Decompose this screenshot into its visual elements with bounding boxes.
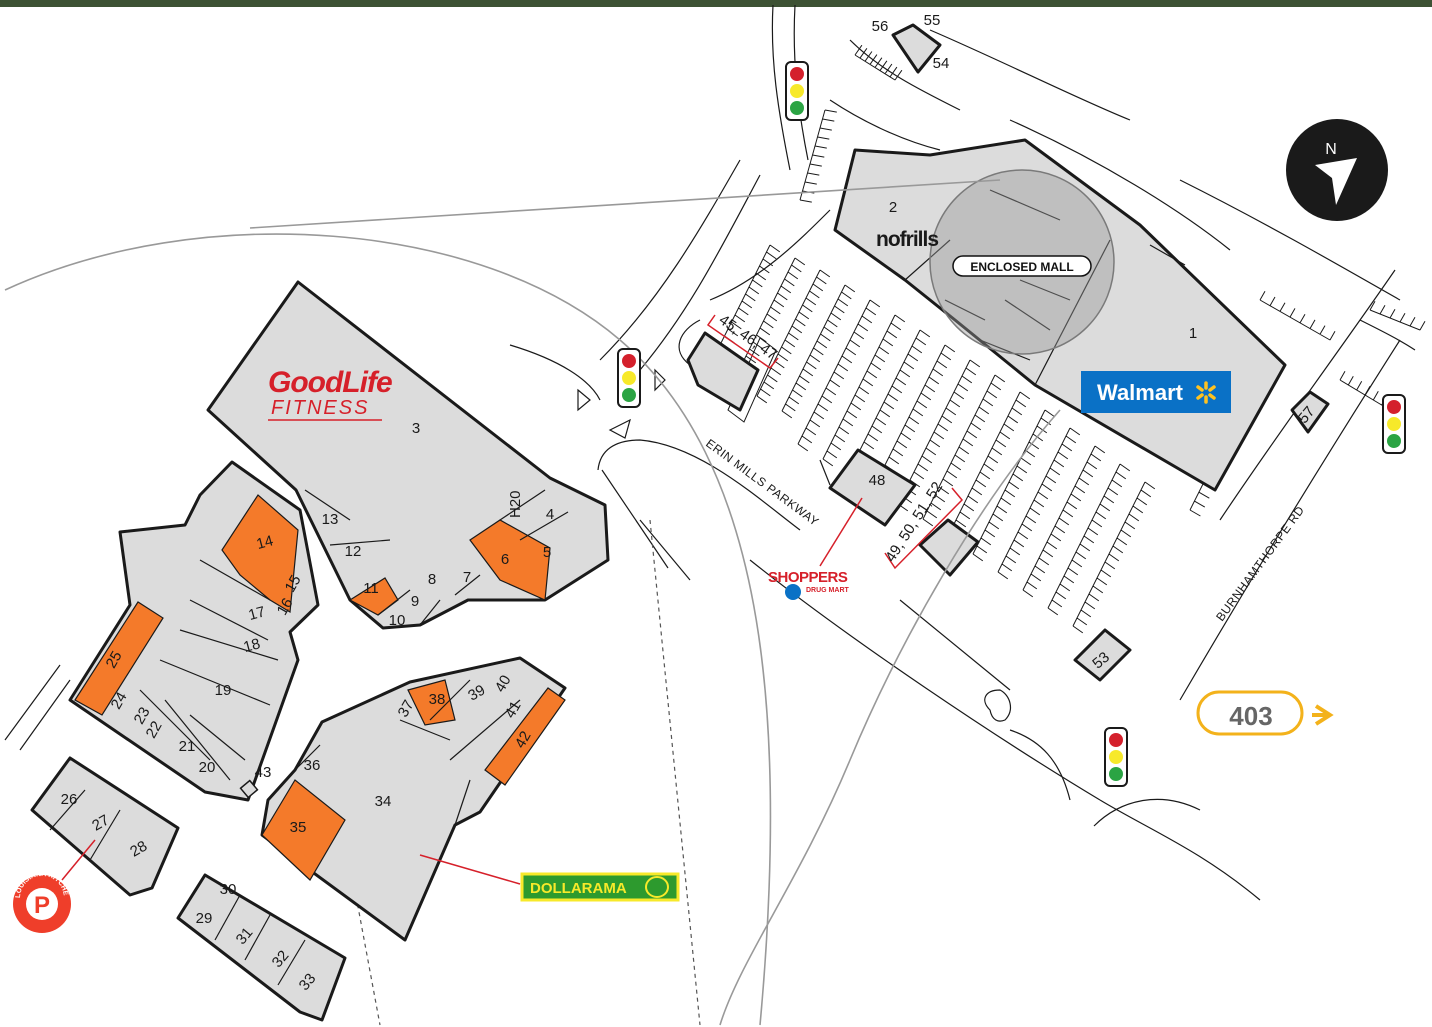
unit-number: 1: [1189, 325, 1197, 342]
traffic-light-icon: [785, 61, 809, 121]
unit-number: 20: [199, 759, 216, 776]
unit-number: 39: [465, 682, 488, 705]
north-arrow-icon: N: [1286, 119, 1388, 221]
goodlife-logo: GoodLife: [268, 366, 392, 399]
unit-number: 29: [196, 910, 213, 927]
unit-number: 21: [179, 738, 196, 755]
traffic-light-icon: [1382, 394, 1406, 454]
unit-number: 35: [290, 819, 307, 836]
unit-number: 36: [304, 757, 321, 774]
unit-number: 28: [127, 838, 150, 861]
unit-number: 7: [463, 569, 471, 586]
unit-number: 12: [345, 543, 362, 560]
unit-number: 27: [89, 812, 112, 835]
unit-number: 38: [429, 691, 446, 708]
shoppers-leader: [819, 497, 863, 567]
unit-number: 40: [492, 672, 515, 695]
svg-text:N: N: [1325, 141, 1337, 158]
unit-number: 19: [215, 682, 232, 699]
unit-number: 18: [242, 635, 263, 656]
unit-number: 30: [220, 881, 237, 898]
enclosed-mall-label: ENCLOSED MALL: [970, 260, 1073, 274]
unit-number: 9: [411, 593, 419, 610]
traffic-light-icon: [1104, 727, 1128, 787]
shoppers-rx-icon: [785, 584, 801, 600]
dollarama-leader: [419, 854, 521, 885]
unit-number: 25: [103, 648, 126, 671]
traffic-light-icon: [617, 348, 641, 408]
unit-number: 5: [543, 544, 551, 561]
unit-number: 34: [375, 793, 392, 810]
nofrills-logo: nofrills: [876, 228, 938, 251]
unit-number: 14: [255, 532, 276, 553]
map-arcs: [4, 179, 1061, 1026]
unit-number: 8: [428, 571, 436, 588]
dollarama-coin-icon: [645, 876, 669, 898]
bracket-49-52: [884, 487, 964, 570]
dollarama-building: [260, 656, 567, 942]
property-line: [649, 519, 701, 1026]
walmart-logo-text: Walmart: [1097, 380, 1184, 405]
unit-number: 6: [501, 551, 509, 568]
highway-403-marker: 403: [1196, 690, 1334, 736]
unit-number: 37: [395, 697, 418, 720]
walmart-logo: [1081, 371, 1231, 413]
unit-number: 22: [143, 718, 166, 741]
unit-number: 13: [322, 511, 339, 528]
svg-text:P: P: [34, 892, 50, 919]
unit-number: 4: [546, 506, 554, 523]
kiosk-43: [239, 779, 259, 799]
unit-numbers: 1 2 3 4 5 6 7 8 9 10 11 12 13 14 15 16 1…: [61, 12, 1319, 994]
bracket-45-47: [706, 314, 779, 370]
enclosed-mall-pill: [952, 255, 1092, 277]
unit-number: 11: [363, 580, 379, 597]
unit-number: 56: [872, 18, 889, 35]
shoppers-logo-sub: DRUG MART: [806, 587, 849, 594]
svg-text:LOUISIANA KITCHEN: LOUISIANA KITCHEN: [0, 0, 69, 898]
goodlife-logo: FITNESS: [271, 397, 369, 419]
unit-number: 55: [924, 12, 941, 29]
pad-buildings: [686, 23, 1330, 682]
southwest-pads: [30, 756, 347, 1022]
dollarama-logo-text: DOLLARAMA: [530, 880, 627, 897]
unit-number: 26: [61, 791, 78, 808]
walmart-spark-icon: [1196, 381, 1216, 404]
unit-group-label: H20: [507, 490, 524, 518]
svg-text:403: 403: [1229, 701, 1272, 731]
road-label-erin-mills: ERIN MILLS PARKWAY: [703, 436, 821, 529]
road-lines: [4, 4, 1401, 901]
unit-number: 23: [131, 704, 154, 727]
aerial-photo-strip: [0, 0, 1432, 7]
unit-number: 2: [889, 199, 897, 216]
shoppers-logo: SHOPPERS: [768, 569, 848, 586]
unit-number: 54: [933, 55, 950, 72]
median-islands: [577, 39, 1416, 439]
popeyes-leader: [61, 839, 96, 881]
unit-number: 10: [389, 612, 406, 629]
unit-number: 41: [502, 698, 525, 721]
west-wing: [68, 460, 320, 802]
goodlife-building: [206, 280, 610, 630]
unit-number: 24: [108, 689, 131, 712]
unit-number: 16: [274, 595, 297, 618]
unit-number: 17: [247, 603, 268, 624]
unit-number: 42: [512, 728, 535, 751]
unit-number: 43: [255, 764, 272, 781]
road-label-burnhamthorpe: BURNHAMTHORPE RD: [1213, 503, 1307, 624]
unit-number: 3: [412, 420, 420, 437]
unit-number: 48: [869, 472, 886, 489]
unit-number: 15: [282, 572, 305, 595]
